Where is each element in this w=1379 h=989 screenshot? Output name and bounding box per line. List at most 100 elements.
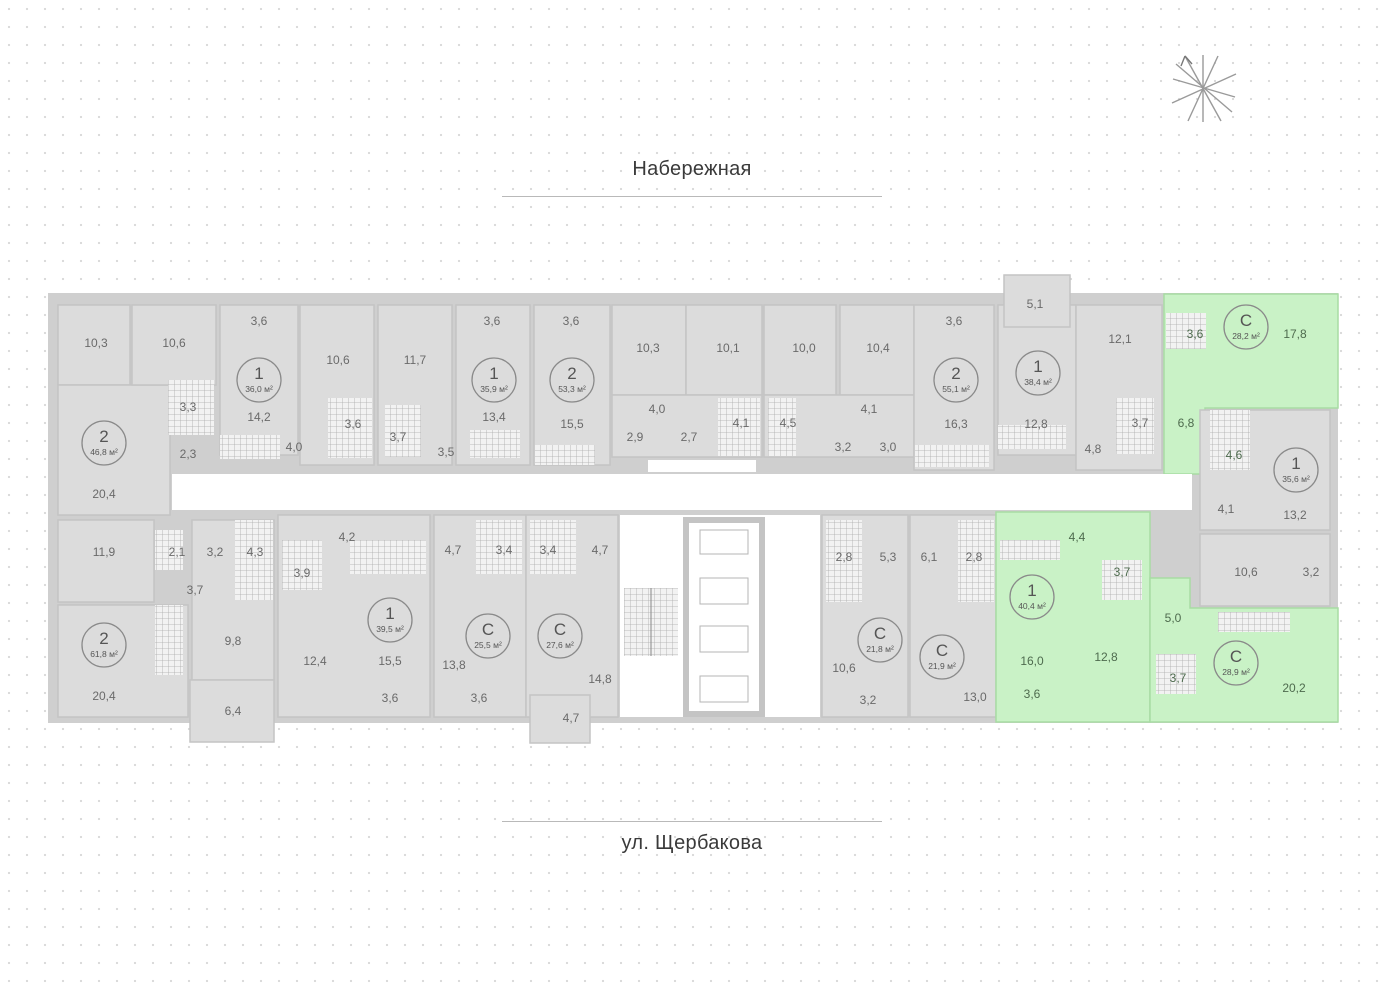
apartment-marker[interactable]: 135,9 м² bbox=[471, 357, 517, 403]
apartment-area: 61,8 м² bbox=[90, 649, 118, 659]
apartment-c-28-2-highlight[interactable] bbox=[1163, 293, 1339, 475]
apartment-marker[interactable]: 253,3 м² bbox=[549, 357, 595, 403]
apartment-marker[interactable]: С21,8 м² bbox=[857, 617, 903, 663]
room-area-label: 20,2 bbox=[1282, 681, 1306, 695]
room-area-label: 4,1 bbox=[861, 402, 878, 416]
room-area-label: 5,1 bbox=[1027, 297, 1044, 311]
room-area-label: 2,7 bbox=[681, 430, 698, 444]
room-area-label: 3,9 bbox=[294, 566, 311, 580]
apartment-marker-circle bbox=[81, 420, 127, 466]
apartment-marker[interactable]: С28,9 м² bbox=[1213, 640, 1259, 686]
apartment-marker[interactable]: 138,4 м² bbox=[1015, 350, 1061, 396]
room-area-label: 3,5 bbox=[438, 445, 455, 459]
apartment-marker-circle bbox=[236, 357, 282, 403]
room-area-label: 11,7 bbox=[404, 353, 427, 367]
apartment-marker-circle bbox=[1009, 574, 1055, 620]
apartment-room-count: С bbox=[554, 620, 566, 639]
apartment-marker-circle bbox=[1015, 350, 1061, 396]
apartment-marker-circle bbox=[919, 634, 965, 680]
room-area-label: 6,4 bbox=[225, 704, 242, 718]
apartment-room-count: С bbox=[936, 641, 948, 660]
apartment-marker[interactable]: 261,8 м² bbox=[81, 622, 127, 668]
room-area-label: 3,4 bbox=[540, 543, 557, 557]
stair-and-elevator-core bbox=[620, 515, 820, 717]
apartment-marker-circle bbox=[537, 613, 583, 659]
room-area-label: 3,2 bbox=[1303, 565, 1320, 579]
room-area-label: 3,6 bbox=[1187, 327, 1204, 341]
room-area-label: 4,6 bbox=[1226, 448, 1243, 462]
apartment-marker[interactable]: 136,0 м² bbox=[236, 357, 282, 403]
street-label-top: Набережная bbox=[632, 158, 752, 180]
apartment-area: 28,2 м² bbox=[1232, 331, 1260, 341]
room-area-label: 3,2 bbox=[207, 545, 224, 559]
apartment-room-count: 1 bbox=[1291, 454, 1300, 473]
room-area-label: 3,0 bbox=[880, 440, 897, 454]
apartment-marker-circle bbox=[1223, 304, 1269, 350]
apartment-1-40-4-highlight[interactable] bbox=[995, 511, 1151, 723]
room-area-label: 3,7 bbox=[1132, 416, 1149, 430]
room-area-label: 10,6 bbox=[1234, 565, 1258, 579]
apartment-room-count: 1 bbox=[385, 604, 394, 623]
apartment-marker[interactable]: С25,5 м² bbox=[465, 613, 511, 659]
room-area-label: 3,6 bbox=[563, 314, 580, 328]
apartment-marker[interactable]: С28,2 м² bbox=[1223, 304, 1269, 350]
room-area-label: 4,1 bbox=[733, 416, 750, 430]
street-overline-bottom bbox=[502, 821, 882, 822]
apartment-marker[interactable]: 246,8 м² bbox=[81, 420, 127, 466]
apartment-marker[interactable]: 135,6 м² bbox=[1273, 447, 1319, 493]
room-area-label: 4,7 bbox=[592, 543, 609, 557]
apartment-area: 55,1 м² bbox=[942, 384, 970, 394]
room-area-label: 3,7 bbox=[1114, 565, 1131, 579]
room-area-label: 3,3 bbox=[180, 400, 197, 414]
room-area-label: 4,0 bbox=[286, 440, 303, 454]
room-area-label: 16,3 bbox=[944, 417, 968, 431]
room-area-label: 10,3 bbox=[636, 341, 660, 355]
room-area-label: 14,2 bbox=[247, 410, 271, 424]
room-area-label: 3,2 bbox=[860, 693, 877, 707]
apartment-area: 35,6 м² bbox=[1282, 474, 1310, 484]
apartment-marker-circle bbox=[1273, 447, 1319, 493]
apartment-room-count: 1 bbox=[489, 364, 498, 383]
room-area-label: 4,5 bbox=[780, 416, 797, 430]
room-area-label: 2,8 bbox=[836, 550, 853, 564]
room-area-label: 4,3 bbox=[247, 545, 264, 559]
street-underline-top bbox=[502, 196, 882, 197]
apartment-marker[interactable]: С27,6 м² bbox=[537, 613, 583, 659]
apartment-marker-circle bbox=[471, 357, 517, 403]
room-area-label: 3,6 bbox=[382, 691, 399, 705]
right-units bbox=[1199, 409, 1331, 607]
room-area-label: 13,0 bbox=[963, 690, 987, 704]
apartment-area: 21,8 м² bbox=[866, 644, 894, 654]
apartment-area: 38,4 м² bbox=[1024, 377, 1052, 387]
room-area-label: 10,4 bbox=[866, 341, 890, 355]
apartment-marker[interactable]: 139,5 м² bbox=[367, 597, 413, 643]
room-area-label: 3,4 bbox=[496, 543, 513, 557]
apartment-marker-circle bbox=[1213, 640, 1259, 686]
room-area-label: 11,9 bbox=[93, 545, 116, 559]
room-area-label: 2,3 bbox=[180, 447, 197, 461]
room-area-label: 2,8 bbox=[966, 550, 983, 564]
room-area-label: 17,8 bbox=[1283, 327, 1307, 341]
room-area-label: 10,0 bbox=[792, 341, 816, 355]
apartment-marker[interactable]: 140,4 м² bbox=[1009, 574, 1055, 620]
apartment-marker[interactable]: С21,9 м² bbox=[919, 634, 965, 680]
apartment-room-count: 2 bbox=[99, 427, 108, 446]
room-area-label: 15,5 bbox=[378, 654, 402, 668]
room-area-label: 13,2 bbox=[1283, 508, 1307, 522]
room-area-label: 3,6 bbox=[946, 314, 963, 328]
apartment-marker[interactable]: 255,1 м² bbox=[933, 357, 979, 403]
apartment-c-28-9-highlight[interactable] bbox=[1149, 577, 1339, 723]
room-area-label: 15,5 bbox=[560, 417, 584, 431]
room-area-label: 12,1 bbox=[1108, 332, 1132, 346]
apartment-room-count: С bbox=[1240, 311, 1252, 330]
apartment-area: 25,5 м² bbox=[474, 640, 502, 650]
apartment-room-count: С bbox=[1230, 647, 1242, 666]
room-area-label: 10,1 bbox=[716, 341, 740, 355]
room-area-label: 20,4 bbox=[92, 487, 116, 501]
apartment-marker-circle bbox=[367, 597, 413, 643]
room-area-label: 12,8 bbox=[1094, 650, 1118, 664]
apartment-area: 28,9 м² bbox=[1222, 667, 1250, 677]
